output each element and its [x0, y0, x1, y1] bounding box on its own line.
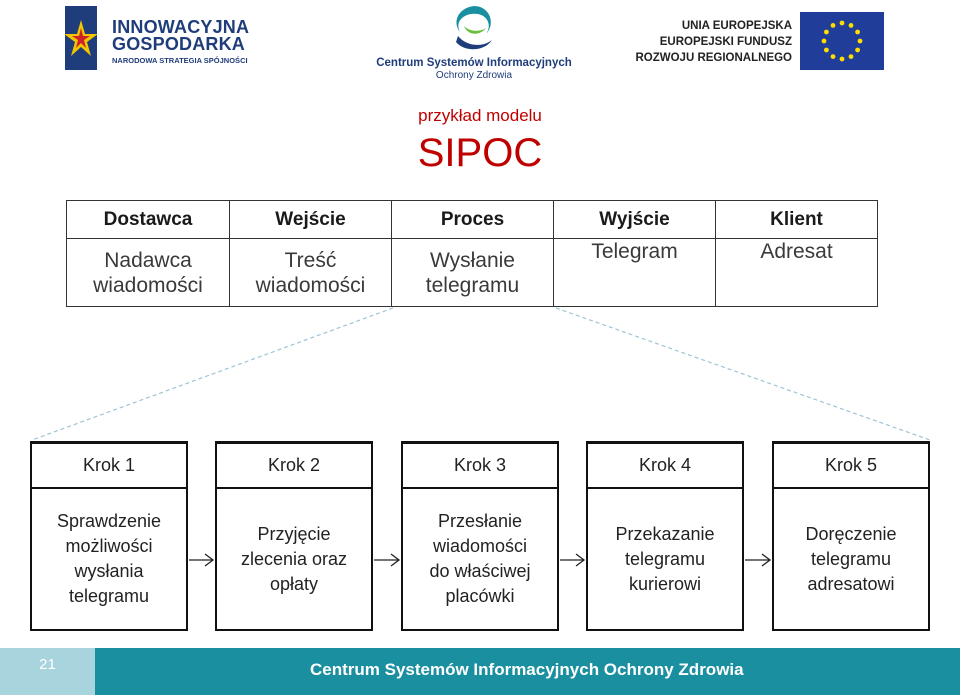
step-description: Przyjęcie zlecenia oraz opłaty: [217, 489, 371, 629]
logo-center-line1: Centrum Systemów Informacyjnych: [376, 57, 572, 69]
arrow-icon: [745, 553, 772, 567]
sipoc-cell-output: Telegram: [553, 239, 715, 306]
step-description: Przekazanie telegramu kurierowi: [588, 489, 742, 629]
arrow-icon: [374, 553, 401, 567]
logo-right-line3: ROZWOJU REGIONALNEGO: [635, 52, 792, 64]
logo-right-line1: UNIA EUROPEJSKA: [681, 20, 792, 32]
sipoc-header-input: Wejście: [229, 201, 391, 239]
step-label: Krok 5: [774, 444, 928, 489]
step-line: Przekazanie: [615, 523, 715, 544]
guide-line-left: [31, 307, 394, 441]
step-description: Doręczenie telegramu adresatowi: [774, 489, 928, 629]
sipoc-cell-customer: Adresat: [715, 239, 877, 306]
cell-line: wiadomości: [255, 273, 366, 297]
cell-line: Treść: [284, 248, 337, 272]
logo-left-line1: INNOWACYJNA: [112, 17, 250, 37]
sipoc-header-customer: Klient: [715, 201, 877, 239]
step-description: Sprawdzenie możliwości wysłania telegram…: [32, 489, 186, 629]
step-2: Krok 2 Przyjęcie zlecenia oraz opłaty: [215, 441, 373, 631]
step-label: Krok 4: [588, 444, 742, 489]
step-description: Przesłanie wiadomości do właściwej placó…: [403, 489, 557, 629]
cell-line: Wysłanie: [429, 248, 515, 272]
step-line: wysłania: [74, 561, 144, 581]
innovation-star-icon: [64, 6, 98, 70]
sipoc-header-output: Wyjście: [553, 201, 715, 239]
step-line: do właściwej: [429, 561, 531, 581]
zoom-guide-lines: [31, 307, 931, 441]
step-line: telegramu: [624, 548, 706, 569]
footer-bar: [95, 648, 960, 695]
step-line: telegramu: [810, 548, 892, 569]
sipoc-header-supplier: Dostawca: [67, 201, 229, 239]
step-label: Krok 1: [32, 444, 186, 489]
step-1: Krok 1 Sprawdzenie możliwości wysłania t…: [30, 441, 188, 631]
cell-line: Adresat: [760, 240, 833, 263]
step-3: Krok 3 Przesłanie wiadomości do właściwe…: [401, 441, 559, 631]
cell-line: Nadawca: [104, 248, 192, 272]
eu-flag-icon: [800, 12, 884, 70]
diagram-subtitle: przykład modelu: [418, 106, 542, 125]
page-number: 21: [0, 648, 95, 695]
footer-text: Centrum Systemów Informacyjnych Ochrony …: [310, 660, 744, 679]
step-line: Sprawdzenie: [56, 511, 162, 531]
logo-eu-fund: UNIA EUROPEJSKA EUROPEJSKI FUNDUSZ ROZWO…: [635, 12, 884, 72]
logo-left-line3: NARODOWA STRATEGIA SPÓJNOŚCI: [112, 56, 248, 65]
cell-line: telegramu: [425, 273, 520, 297]
step-line: Przesłanie: [437, 511, 523, 531]
step-line: telegramu: [68, 586, 150, 606]
step-label: Krok 2: [217, 444, 371, 489]
arrow-icon: [189, 553, 215, 567]
step-line: kurierowi: [628, 573, 702, 594]
logo-right-line2: EUROPEJSKI FUNDUSZ: [659, 36, 792, 48]
step-arrows: [189, 553, 772, 567]
diagram-title: SIPOC: [417, 131, 543, 175]
step-line: wiadomości: [432, 536, 528, 556]
step-line: zlecenia oraz: [240, 548, 348, 569]
step-line: adresatowi: [807, 573, 895, 594]
step-label: Krok 3: [403, 444, 557, 489]
cell-line: wiadomości: [93, 273, 203, 297]
logo-center-line2: Ochrony Zdrowia: [435, 70, 513, 81]
arrow-icon: [560, 553, 586, 567]
csioz-swirl-icon: [456, 6, 492, 50]
step-line: placówki: [445, 586, 515, 606]
step-line: opłaty: [269, 573, 319, 594]
step-line: Przyjęcie: [257, 523, 331, 544]
guide-line-right: [555, 307, 931, 441]
logo-left-line2: GOSPODARKA: [112, 34, 246, 54]
sipoc-table: Dostawca Wejście Proces Wyjście Klient N…: [66, 200, 878, 307]
step-line: Doręczenie: [805, 523, 897, 544]
step-line: możliwości: [65, 536, 153, 556]
logo-csioz: Centrum Systemów Informacyjnych Ochrony …: [376, 2, 572, 81]
step-4: Krok 4 Przekazanie telegramu kurierowi: [586, 441, 744, 631]
sipoc-header-process: Proces: [391, 201, 553, 239]
step-5: Krok 5 Doręczenie telegramu adresatowi: [772, 441, 930, 631]
cell-line: Telegram: [591, 240, 678, 263]
logo-innowacyjna-gospodarka: INNOWACYJNA GOSPODARKA NARODOWA STRATEGI…: [62, 6, 277, 72]
